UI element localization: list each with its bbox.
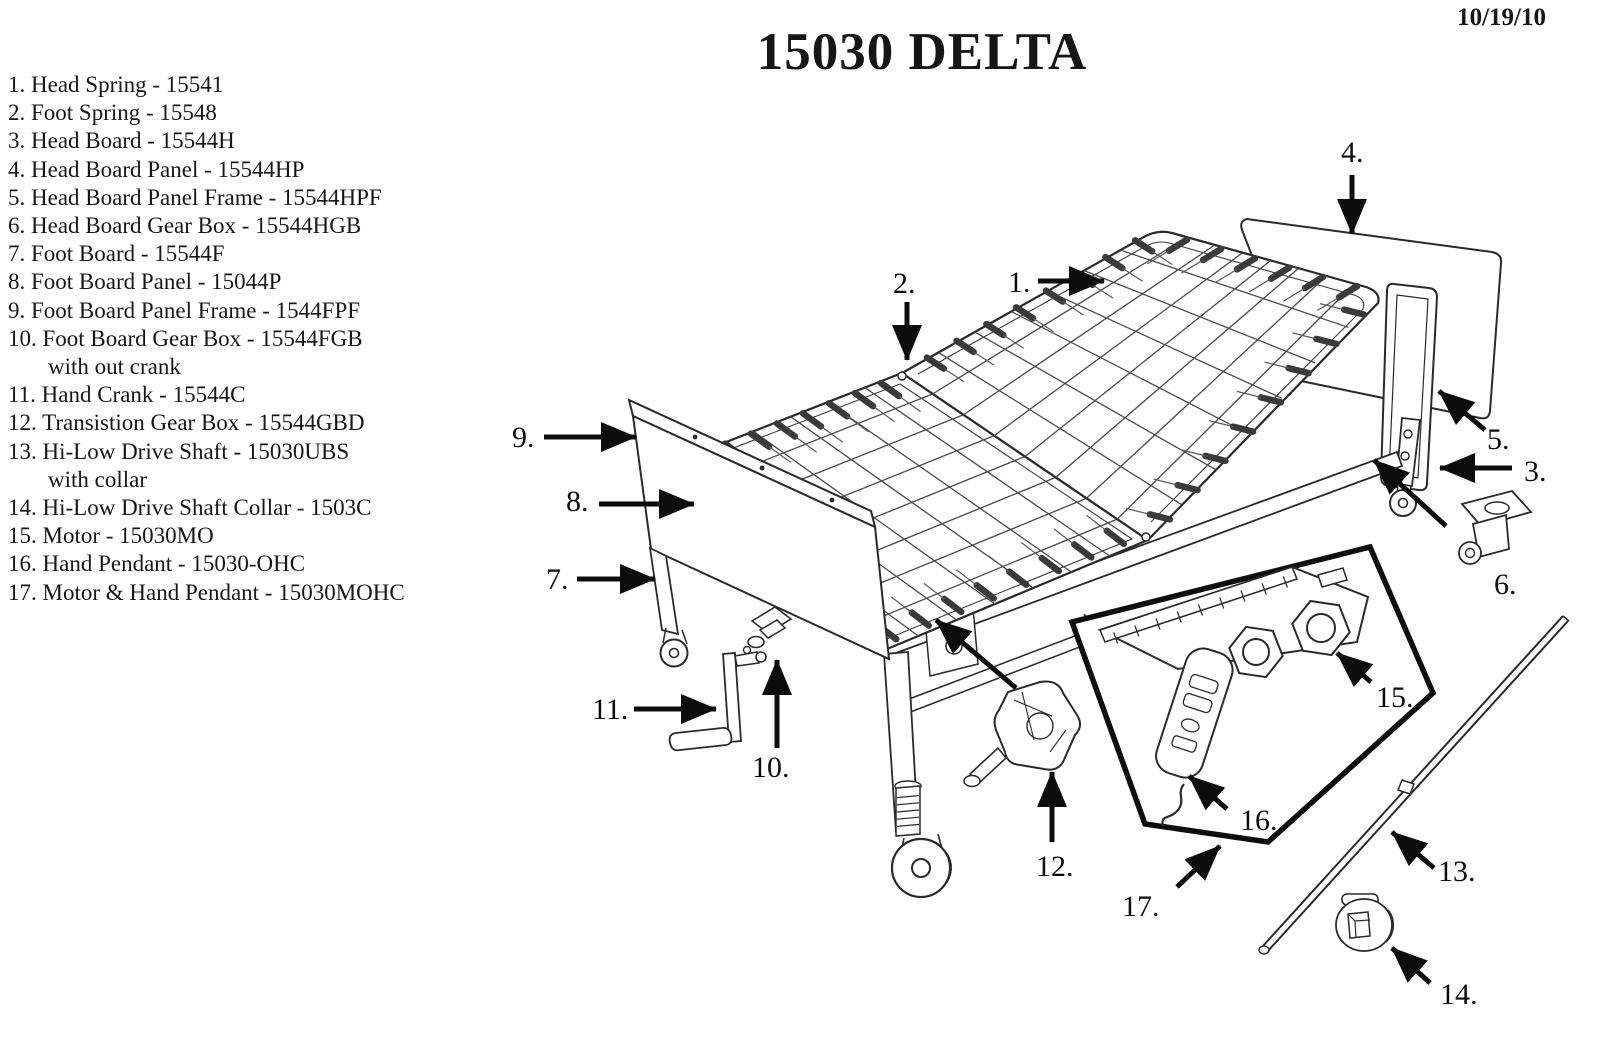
callout-label-11: 11. (592, 693, 628, 726)
callout-label-15: 15. (1376, 681, 1414, 714)
hand-pendant (1155, 647, 1234, 827)
callout-label-5: 5. (1487, 423, 1510, 456)
parts-list-line: 7. Foot Board - 15544F (8, 241, 225, 267)
parts-list-line-continuation: with out crank (48, 354, 181, 380)
callout-label-3: 3. (1524, 455, 1547, 488)
callout-arrow-5 (1437, 389, 1487, 432)
pendant-cord (1161, 783, 1185, 827)
transition-gear-box (963, 680, 1081, 788)
callout-label-13: 13. (1438, 855, 1476, 888)
drive-shaft-collar (1335, 893, 1394, 952)
callout-arrow-14 (1390, 946, 1432, 985)
parts-list-line: 1. Head Spring - 15541 (8, 72, 224, 97)
parts-list-line: 16. Hand Pendant - 15030-OHC (8, 551, 306, 577)
parts-list-line: 9. Foot Board Panel Frame - 1544FPF (8, 297, 361, 323)
callout-arrow-15 (1335, 651, 1374, 688)
head-board-gear-box (1458, 489, 1533, 565)
parts-list-line: 2. Foot Spring - 15548 (8, 100, 217, 126)
callout-label-16: 16. (1240, 804, 1278, 837)
crank-grip (668, 726, 733, 752)
callout-arrow-13 (1390, 830, 1436, 870)
head-spring-mesh (932, 237, 1355, 520)
parts-list-line: 6. Head Board Gear Box - 15544HGB (8, 213, 362, 239)
parts-list-line: 14. Hi-Low Drive Shaft Collar - 1503C (8, 495, 372, 521)
hi-low-drive-shaft (1258, 615, 1570, 955)
foot-board-post (648, 546, 680, 636)
motor-pendant-inset (1068, 543, 1437, 845)
parts-list-line: 4. Head Board Panel - 15544HP (8, 156, 305, 182)
callout-label-2: 2. (893, 267, 916, 300)
callout-label-17: 17. (1122, 890, 1160, 923)
parts-list: 1. Head Spring - 15541 2. Foot Spring - … (8, 71, 478, 607)
foot-board-assembly (627, 398, 891, 668)
callout-label-6: 6. (1494, 568, 1517, 601)
parts-list-line: 10. Foot Board Gear Box - 15544FGB (8, 325, 363, 351)
crank-socket (742, 606, 793, 655)
parts-list-line: 12. Transistion Gear Box - 15544GBD (8, 410, 365, 436)
callout-arrow-12-location (934, 618, 1018, 690)
head-spring-coils (923, 236, 1368, 523)
callout-label-12: 12. (1036, 850, 1074, 883)
callout-label-10: 10. (752, 751, 790, 784)
parts-list-line: 13. Hi-Low Drive Shaft - 15030UBS (8, 438, 350, 464)
parts-list-line-continuation: with collar (48, 466, 147, 492)
callout-labels: 1. 2. 3. 4. 5. 6. 7. 8. 9. 10. 11. 12. 1… (512, 136, 1547, 1011)
parts-list-line: 3. Head Board - 15544H (8, 128, 235, 154)
callout-label-9: 9. (512, 421, 535, 454)
motor (1097, 565, 1370, 679)
callout-arrow-16 (1187, 774, 1229, 811)
hand-crank (668, 651, 767, 752)
callout-label-1: 1. (1008, 266, 1031, 299)
callout-label-14: 14. (1440, 978, 1478, 1011)
callout-label-7: 7. (546, 563, 569, 596)
parts-list-line: 5. Head Board Panel Frame - 15544HPF (8, 184, 382, 210)
head-spring (897, 230, 1380, 542)
callout-arrow-6 (1372, 458, 1448, 528)
callout-arrows (544, 175, 1512, 985)
parts-list-line: 11. Hand Crank - 15544C (8, 382, 246, 408)
page-title: 15030 DELTA (756, 23, 1088, 81)
callout-label-4: 4. (1341, 136, 1364, 169)
motor-rib-texture (1113, 576, 1288, 644)
callout-arrow-17 (1175, 844, 1222, 889)
revision-date: 10/19/10 (1457, 4, 1546, 31)
parts-list-line: 17. Motor & Hand Pendant - 15030MOHC (8, 579, 405, 605)
callout-label-8: 8. (566, 485, 589, 518)
parts-list-line: 15. Motor - 15030MO (8, 523, 214, 549)
parts-list-line: 8. Foot Board Panel - 15044P (8, 269, 282, 295)
motor-drive-couplers (1228, 599, 1351, 679)
stem-spring-hatch (896, 795, 920, 827)
